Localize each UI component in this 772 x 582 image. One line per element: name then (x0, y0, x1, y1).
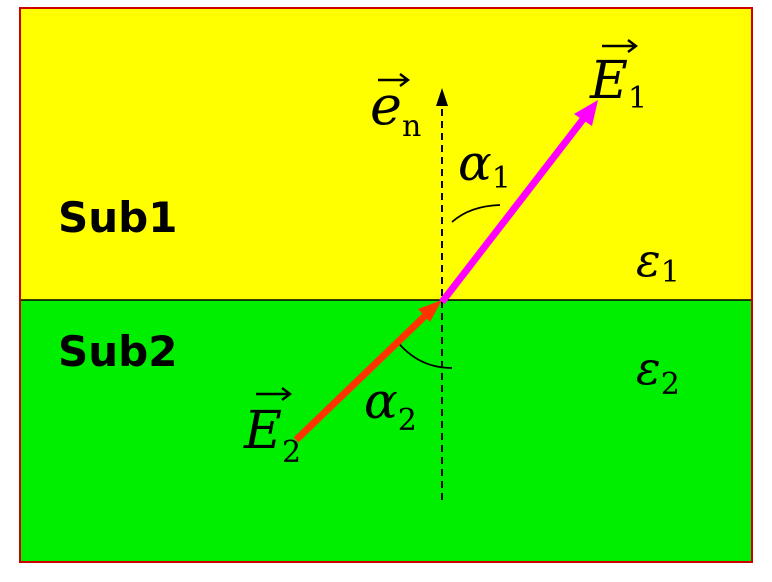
field1-vector-arrow-accent (602, 39, 638, 53)
permittivity1: ε1 (636, 233, 680, 290)
field1-arrowhead (574, 100, 598, 126)
field2-vector (293, 308, 433, 443)
field1-vector (439, 115, 587, 305)
field1-label: E1 (589, 51, 647, 116)
angle1-arc (451, 204, 501, 223)
normal-arrowhead (436, 88, 448, 106)
medium2-region (20, 300, 752, 562)
medium1-label: Sub1 (58, 193, 177, 242)
medium1-region (20, 8, 752, 300)
field2-arrowhead (418, 300, 442, 322)
frame-border (19, 7, 753, 563)
angle2-arc (395, 339, 453, 369)
field2-vector-arrow-accent (256, 387, 292, 401)
angle2-label: α2 (364, 372, 417, 438)
field2-label: E2 (243, 401, 301, 470)
permittivity2: ε2 (636, 341, 680, 402)
medium2-label: Sub2 (58, 327, 177, 376)
normal-vector-arrow-accent (378, 73, 410, 87)
angle1-label: α1 (458, 134, 511, 196)
normal-label: en (370, 74, 421, 144)
